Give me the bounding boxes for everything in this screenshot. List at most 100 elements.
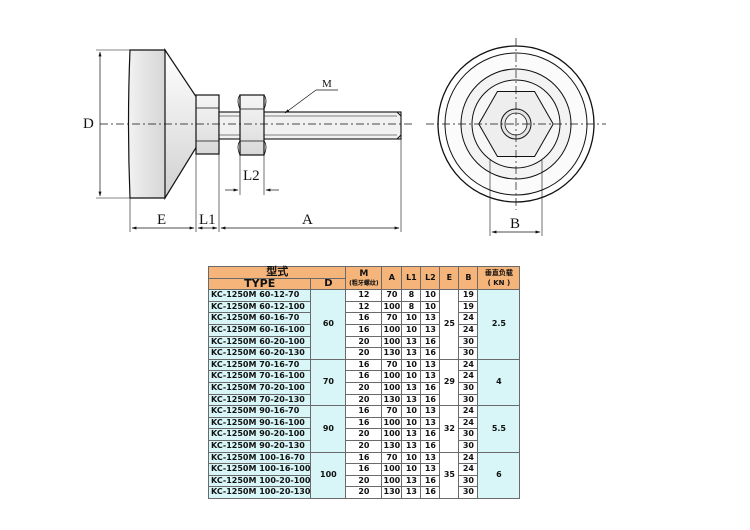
cell-b: 30 [458,335,479,349]
cell-load: 5.5 [477,405,521,453]
cell-b: 24 [458,463,479,476]
header-load: 垂直负载 ( KN ) [477,265,521,291]
header-l1: L1 [401,265,422,291]
cell-type: KC-1250M 60-20-130 [207,347,312,360]
cell-type: KC-1250M 70-16-70 [207,358,312,372]
cell-l1: 8 [401,289,422,302]
cell-b: 19 [458,289,479,302]
header-type: TYPE [207,277,312,291]
cell-l1: 13 [401,381,422,395]
header-load-unit: ( KN ) [487,279,511,288]
technical-drawing: D E L1 A L2 M [83,38,606,236]
dim-e-label: E [157,212,166,228]
cell-l2: 10 [420,300,441,314]
cell-e: 35 [439,451,460,499]
cell-b: 24 [458,323,479,337]
cell-l2: 16 [420,381,441,395]
cell-a: 70 [381,358,403,372]
cell-l1: 13 [401,347,422,360]
dim-d: D [83,49,130,199]
cell-b: 24 [458,358,479,372]
cell-l1: 10 [401,323,422,337]
cell-b: 30 [458,381,479,395]
cell-d: 90 [310,405,347,453]
header-l2: L2 [420,265,441,291]
cell-type: KC-1250M 90-16-100 [207,416,312,430]
cell-b: 24 [458,416,479,430]
cell-a: 100 [381,416,403,430]
cell-e: 29 [439,358,460,407]
cell-b: 30 [458,474,479,488]
cell-l1: 10 [401,405,422,418]
cell-b: 30 [458,347,479,360]
cell-type: KC-1250M 70-20-130 [207,393,312,407]
cell-l1: 13 [401,486,422,499]
header-xingshi: 型式 [207,266,347,279]
cell-type: KC-1250M 90-20-130 [207,439,312,453]
cell-type: KC-1250M 100-16-100 [207,463,312,476]
cell-l1: 13 [401,393,422,407]
header-load-label: 垂直负载 [484,269,513,278]
cell-l1: 10 [401,312,422,325]
dim-l2-label: L2 [243,168,260,184]
cell-m: 16 [345,323,383,337]
cell-m: 20 [345,474,383,488]
cell-a: 100 [381,335,403,349]
cell-l1: 13 [401,474,422,488]
cell-type: KC-1250M 60-20-100 [207,335,312,349]
cell-a: 100 [381,381,403,395]
cell-l2: 16 [420,439,441,453]
cell-l1: 10 [401,463,422,476]
cell-l2: 13 [420,463,441,476]
cell-m: 20 [345,486,383,499]
cell-m: 16 [345,451,383,465]
cell-m: 20 [345,439,383,453]
cell-a: 130 [381,439,403,453]
top-view [426,38,606,210]
cell-b: 24 [458,370,479,383]
cell-d: 60 [310,289,347,360]
cell-type: KC-1250M 70-20-100 [207,381,312,395]
cell-l2: 13 [420,312,441,325]
cell-l1: 13 [401,439,422,453]
cell-e: 25 [439,289,460,360]
cell-load: 4 [477,358,521,407]
cell-b: 30 [458,428,479,441]
cell-m: 16 [345,463,383,476]
cell-b: 30 [458,486,479,499]
cell-m: 20 [345,381,383,395]
cell-m: 16 [345,405,383,418]
cell-type: KC-1250M 60-12-100 [207,300,312,314]
cell-a: 100 [381,428,403,441]
header-m: M (粗牙螺纹) [345,265,383,291]
cell-type: KC-1250M 70-16-100 [207,370,312,383]
cell-a: 130 [381,347,403,360]
cell-l2: 13 [420,416,441,430]
cell-d: 70 [310,358,347,407]
cell-type: KC-1250M 100-20-100 [207,474,312,488]
cell-load: 6 [477,451,521,499]
dim-e: E [131,212,195,230]
cell-m: 20 [345,393,383,407]
cell-b: 30 [458,439,479,453]
cell-l1: 13 [401,335,422,349]
header-e: E [439,265,460,291]
cell-b: 30 [458,393,479,407]
cell-e: 32 [439,405,460,453]
cell-m: 20 [345,347,383,360]
cell-l2: 10 [420,289,441,302]
dim-l2: L2 [225,155,279,195]
cell-m: 20 [345,335,383,349]
cell-type: KC-1250M 100-16-70 [207,451,312,465]
header-m-label: M [359,268,369,279]
cell-m: 12 [345,289,383,302]
cell-a: 100 [381,323,403,337]
